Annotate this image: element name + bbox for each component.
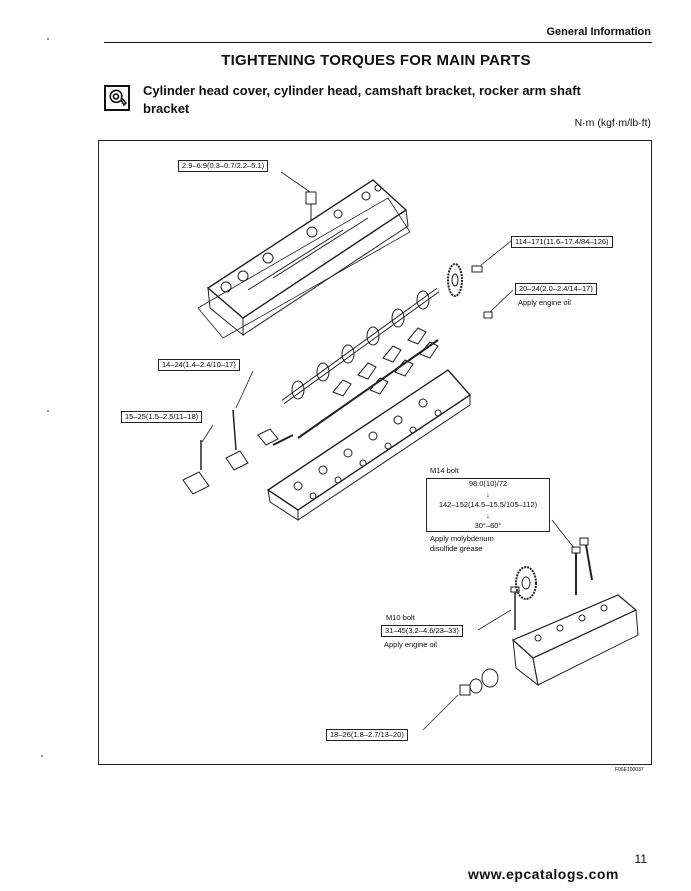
m14-arrow-1: ↓	[486, 489, 490, 499]
m10-note: Apply engine oil	[384, 640, 437, 649]
cover-nut	[305, 191, 317, 220]
m14-step-1: 98.0(10)/72	[468, 479, 508, 488]
callout-m10: 31–45(3.2–4.6/23–33)	[381, 625, 463, 637]
m14-torque-box: 98.0(10)/72 ↓ 142–152(14.5–15.5/105–112)…	[426, 478, 550, 532]
page-number: 11	[634, 852, 647, 866]
section-subtitle: Cylinder head cover, cylinder head, cams…	[143, 83, 581, 116]
rocker-arm-assembly	[297, 327, 439, 439]
section-title: General Information	[546, 26, 651, 38]
m14-bolts	[571, 537, 593, 595]
m14-arrow-2: ↓	[486, 510, 490, 520]
callout-cam-nut: 20–24(2.0–2.4/14–17)	[515, 283, 597, 295]
m14-step-2: 142–152(14.5–15.5/105–112)	[438, 500, 538, 509]
m14-step-3: 30°–60°	[474, 521, 502, 530]
callout-cover-nut: 2.9–6.9(0.3–0.7/2.2–5.1)	[178, 160, 269, 172]
cylinder-head-cover	[197, 179, 411, 339]
wrench-icon	[104, 85, 130, 111]
callout-cam-nut-note: Apply engine oil	[518, 298, 571, 307]
callout-plug: 18–26(1.8–2.7/13–20)	[326, 729, 408, 741]
cylinder-head	[266, 369, 472, 521]
m10-bolt	[510, 586, 520, 630]
callout-rocker-bolt: 14–24(1.4–2.4/10–17)	[158, 359, 240, 371]
camshaft-gear	[447, 263, 493, 319]
m14-title: M14 bolt	[430, 466, 459, 475]
watermark: www.epcatalogs.com	[468, 866, 619, 882]
cylinder-head-lower	[511, 594, 639, 687]
callout-bracket-bolt: 15–25(1.5–2.5/11–18)	[121, 411, 203, 423]
diagram-frame	[98, 140, 652, 765]
idler-gear	[515, 566, 537, 600]
units-label: N·m (kgf·m/lb·ft)	[574, 117, 651, 129]
plug-and-oring	[459, 668, 499, 696]
exploded-diagram	[182, 171, 639, 731]
scan-speck	[47, 38, 49, 40]
camshaft	[281, 287, 440, 405]
m14-note-1: Apply molybdenum	[430, 534, 494, 543]
scan-speck	[47, 410, 49, 412]
scan-speck	[41, 755, 43, 757]
callout-cam-gear-bolt: 114–171(11.6–17.4/84–126)	[511, 236, 613, 248]
rocker-brackets	[182, 409, 294, 495]
m10-title: M10 bolt	[386, 613, 415, 622]
m14-note-2: disulfide grease	[430, 544, 483, 553]
leader-lines	[201, 171, 575, 731]
figure-code: F06E100037	[615, 767, 644, 773]
page-title: TIGHTENING TORQUES FOR MAIN PARTS	[221, 52, 531, 69]
header-rule	[104, 42, 652, 43]
